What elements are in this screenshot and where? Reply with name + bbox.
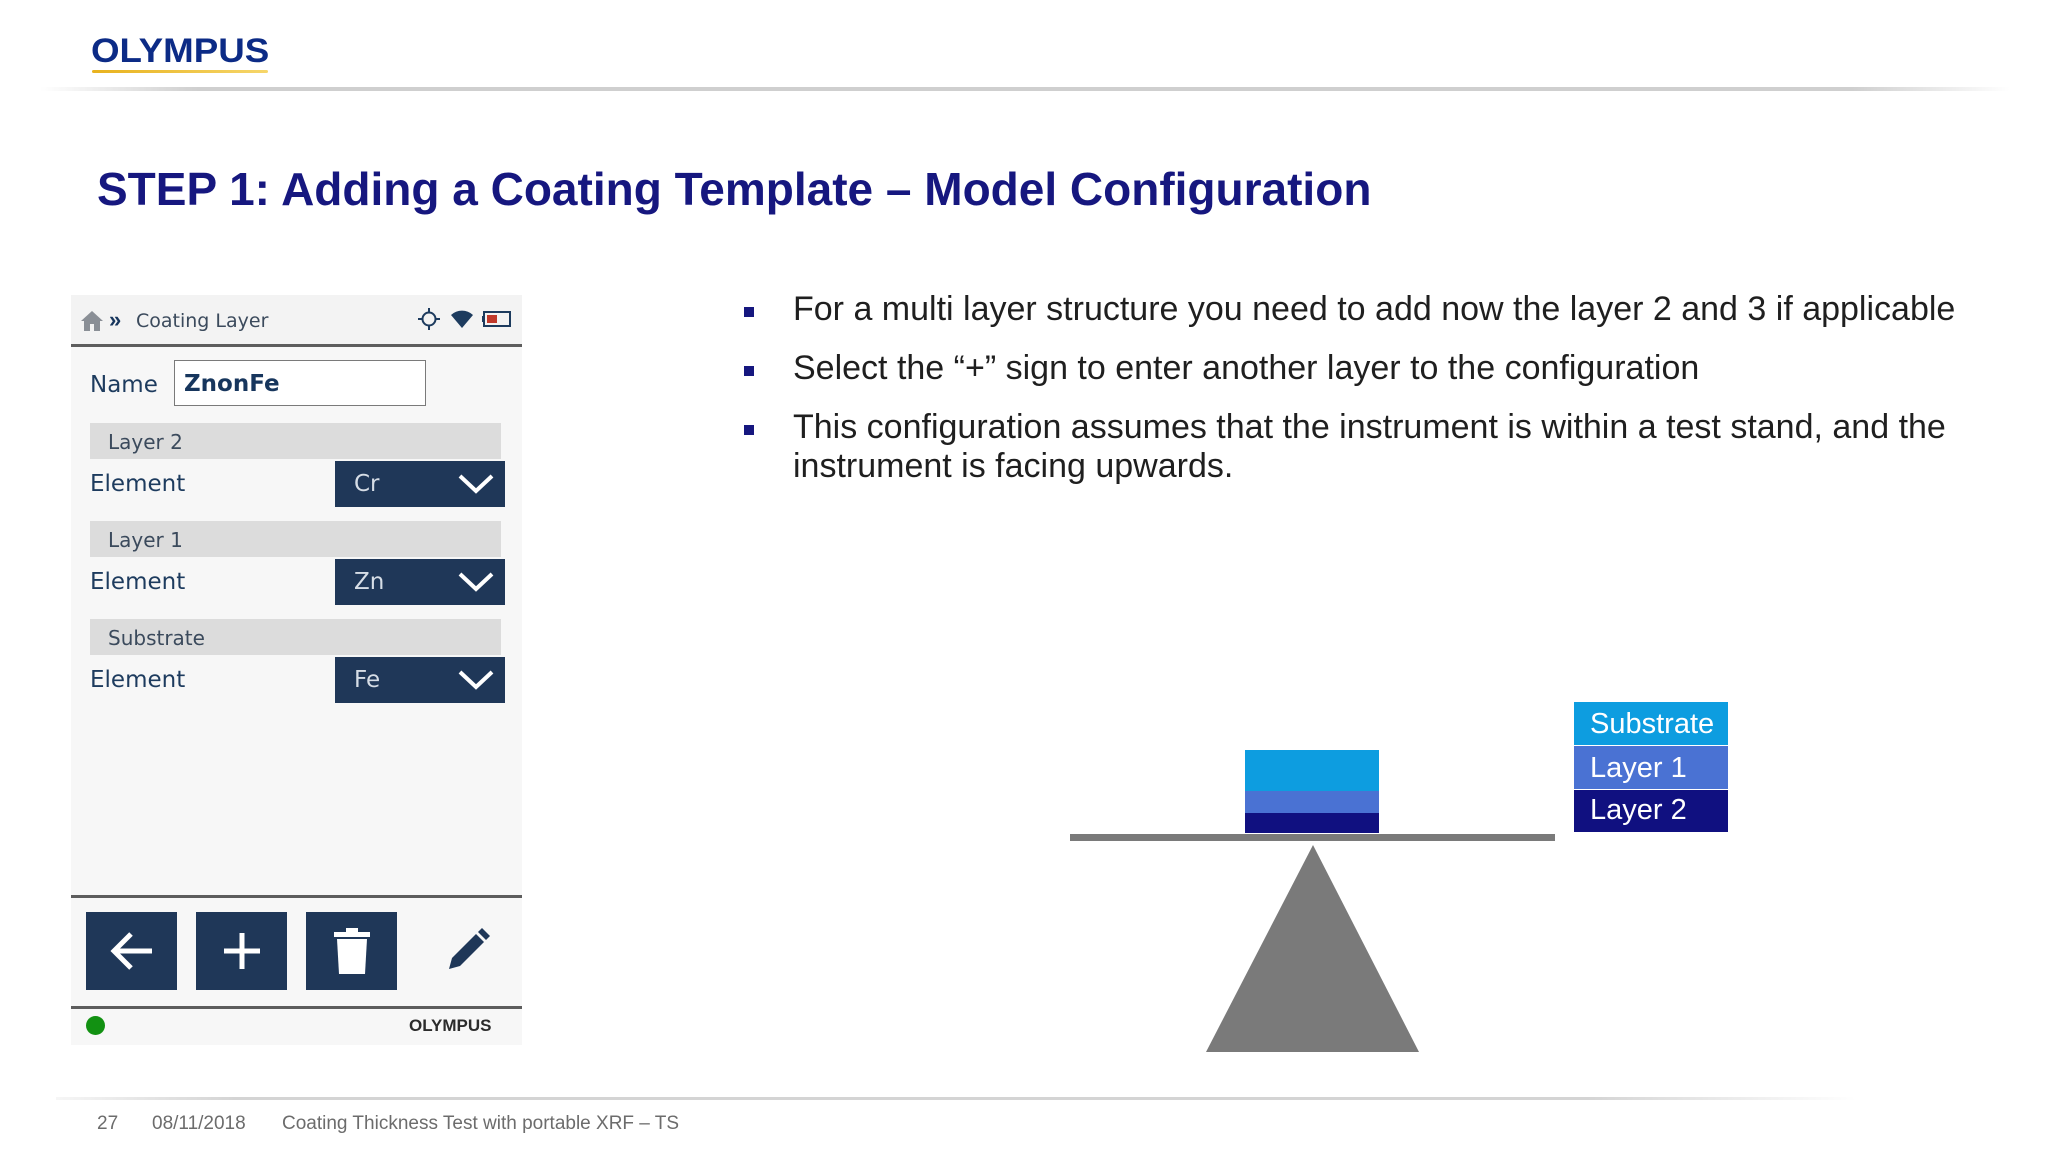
section-title: Substrate bbox=[108, 626, 205, 650]
add-layer-button[interactable] bbox=[196, 912, 287, 990]
chevron-down-icon bbox=[458, 572, 494, 592]
section-title: Layer 2 bbox=[108, 430, 183, 454]
back-arrow-icon bbox=[109, 932, 152, 970]
breadcrumb-chevrons-icon: » bbox=[109, 307, 122, 332]
delete-button[interactable] bbox=[306, 912, 397, 990]
section-title: Layer 1 bbox=[108, 528, 183, 552]
footer-divider bbox=[56, 1097, 1856, 1100]
footer-date: 08/11/2018 bbox=[152, 1113, 246, 1134]
element-label: Element bbox=[90, 471, 186, 497]
bullet-marker bbox=[744, 425, 754, 435]
name-label: Name bbox=[90, 372, 158, 398]
pencil-icon bbox=[448, 928, 490, 969]
logo-underline bbox=[92, 70, 268, 73]
status-divider bbox=[71, 1006, 522, 1009]
chevron-down-icon bbox=[458, 670, 494, 690]
section-layer-1: Layer 1 bbox=[90, 521, 501, 557]
sample-layer-1 bbox=[1245, 791, 1379, 813]
battery-icon bbox=[482, 311, 511, 327]
toolbar-divider bbox=[71, 895, 522, 898]
bullet-text: This configuration assumes that the inst… bbox=[793, 408, 1946, 485]
section-substrate: Substrate bbox=[90, 619, 501, 655]
back-button[interactable] bbox=[86, 912, 177, 990]
edit-button[interactable] bbox=[421, 912, 512, 990]
device-brand: OLYMPUS bbox=[409, 1016, 492, 1035]
slide-title: STEP 1: Adding a Coating Template – Mode… bbox=[97, 163, 1372, 215]
section-layer-2: Layer 2 bbox=[90, 423, 501, 459]
element-label: Element bbox=[90, 667, 186, 693]
gps-icon bbox=[418, 308, 440, 330]
bullet-marker bbox=[744, 366, 754, 376]
select-value: Fe bbox=[354, 667, 381, 693]
legend-layer-1: Layer 1 bbox=[1574, 746, 1728, 789]
legend-substrate: Substrate bbox=[1574, 702, 1728, 745]
status-indicator bbox=[86, 1016, 105, 1035]
sample-substrate bbox=[1245, 750, 1379, 791]
element-select-layer-1[interactable]: Zn bbox=[335, 559, 505, 605]
element-select-layer-2[interactable]: Cr bbox=[335, 461, 505, 507]
home-icon[interactable] bbox=[80, 310, 104, 332]
trash-icon bbox=[333, 928, 370, 974]
legend-layer-2: Layer 2 bbox=[1574, 790, 1728, 832]
bullet-list: For a multi layer structure you need to … bbox=[742, 290, 1992, 506]
plus-icon bbox=[223, 933, 260, 969]
bullet-text: For a multi layer structure you need to … bbox=[793, 290, 1956, 328]
device-header: » Coating Layer bbox=[71, 295, 522, 347]
bullet-marker bbox=[744, 307, 754, 317]
wifi-icon bbox=[451, 310, 473, 328]
name-field[interactable]: ZnonFe bbox=[174, 360, 426, 406]
bullet-item: This configuration assumes that the inst… bbox=[742, 408, 1992, 486]
bullet-item: Select the “+” sign to enter another lay… bbox=[742, 349, 1992, 388]
header-divider bbox=[40, 87, 2010, 91]
bullet-item: For a multi layer structure you need to … bbox=[742, 290, 1992, 329]
element-label: Element bbox=[90, 569, 186, 595]
stand-plate bbox=[1070, 834, 1555, 841]
select-value: Cr bbox=[354, 471, 380, 497]
page-number: 27 bbox=[97, 1113, 119, 1134]
element-select-substrate[interactable]: Fe bbox=[335, 657, 505, 703]
device-screen: » Coating Layer Name ZnonFe Layer 2 Elem… bbox=[71, 295, 522, 1045]
footer-text: Coating Thickness Test with portable XRF… bbox=[282, 1113, 680, 1134]
stand-base bbox=[1206, 845, 1419, 1052]
olympus-logo: OLYMPUS bbox=[91, 32, 270, 70]
layer-stand-diagram: Substrate Layer 1 Layer 2 bbox=[1068, 700, 1728, 1060]
bullet-text: Select the “+” sign to enter another lay… bbox=[793, 349, 1700, 387]
chevron-down-icon bbox=[458, 474, 494, 494]
breadcrumb: Coating Layer bbox=[136, 310, 269, 332]
sample-layer-2 bbox=[1245, 813, 1379, 833]
select-value: Zn bbox=[354, 569, 385, 595]
stand-illustration bbox=[1070, 750, 1555, 1052]
